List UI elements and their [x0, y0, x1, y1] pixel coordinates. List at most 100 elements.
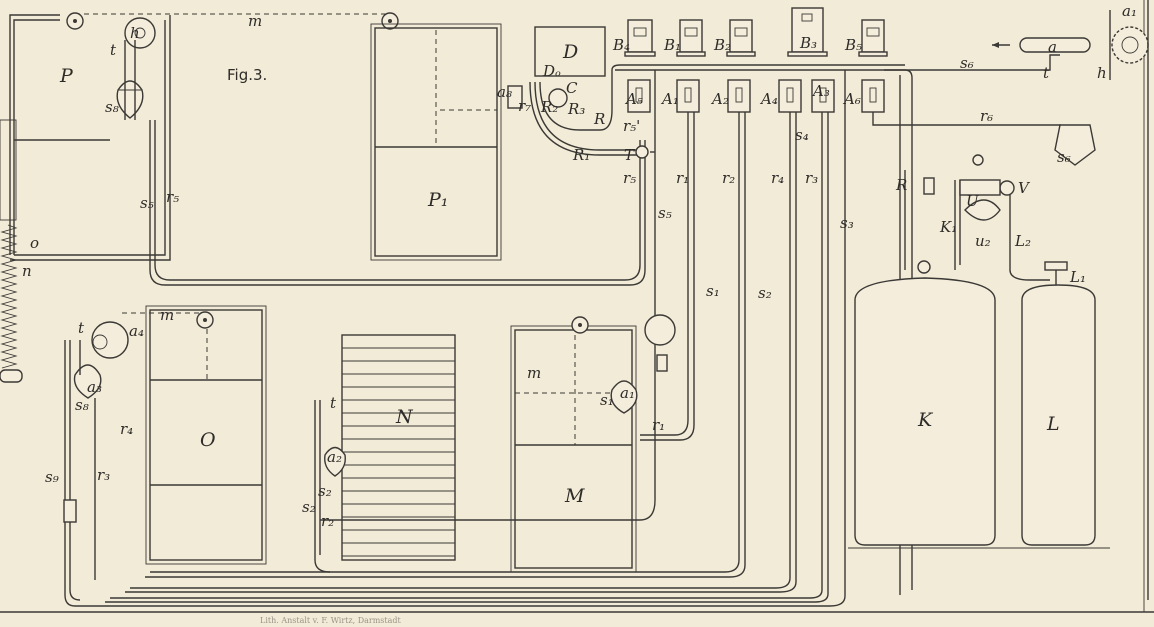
winch-h — [644, 314, 676, 346]
winch-h — [124, 17, 156, 49]
regulator-U — [964, 199, 1001, 221]
valve-T — [635, 145, 649, 159]
label: a₁ — [620, 384, 635, 402]
label: t — [330, 394, 337, 412]
label: s₄ — [795, 126, 809, 144]
label: s₈ — [105, 98, 119, 116]
label: s₃ — [840, 214, 854, 232]
spring — [0, 224, 18, 369]
label: L₁ — [1069, 268, 1086, 286]
label: a₁ — [1122, 2, 1137, 20]
winch-h — [91, 321, 129, 359]
label: a₂ — [327, 448, 342, 466]
label: r₃ — [805, 169, 818, 187]
float-a2 — [324, 446, 346, 477]
label: A₁ — [660, 90, 679, 108]
label: s₅ — [140, 194, 154, 212]
label: B₄ — [612, 36, 630, 54]
label: h — [1097, 64, 1107, 82]
label: r₂ — [321, 512, 334, 530]
label: T — [624, 146, 635, 164]
label: r₄ — [120, 420, 133, 438]
label: s₆ — [960, 54, 974, 72]
label: R₃ — [567, 100, 585, 118]
ladder-N — [341, 334, 456, 561]
label: a — [1048, 38, 1057, 56]
label: B₃ — [799, 34, 817, 52]
label-P: P — [59, 65, 74, 87]
label: s₁ — [706, 282, 720, 300]
label: B₁ — [663, 36, 681, 54]
printer-caption: Lith. Anstalt v. F. Wirtz, Darmstadt — [260, 616, 401, 625]
label: r₅' — [623, 117, 640, 135]
label: n — [22, 262, 32, 280]
gauge — [917, 260, 931, 274]
label: m — [160, 306, 174, 324]
label: m — [527, 364, 541, 382]
label-D: D — [562, 41, 578, 63]
label: m — [248, 12, 262, 30]
label: A₃ — [811, 82, 830, 100]
valve-V — [999, 180, 1015, 196]
label: s₅ — [658, 204, 672, 222]
label: r₅ — [166, 188, 179, 206]
label: A₂ — [710, 90, 729, 108]
label: s₈ — [75, 396, 89, 414]
label: R — [593, 110, 605, 128]
label: R — [895, 176, 907, 194]
label: A₆ — [842, 90, 861, 108]
label: a₈ — [497, 83, 512, 101]
label-M: M — [564, 485, 585, 507]
label: t — [110, 41, 117, 59]
valve-C — [548, 88, 568, 108]
label: r₃ — [97, 466, 110, 484]
label: a₄ — [129, 322, 144, 340]
float-a1 — [610, 380, 638, 414]
label: K₁ — [939, 218, 957, 236]
label-P1: P₁ — [427, 189, 448, 211]
label: B₅ — [844, 36, 862, 54]
meter-boxes-B — [624, 7, 888, 57]
label: a₃ — [87, 378, 102, 396]
label-O: O — [200, 429, 216, 451]
label: L₂ — [1014, 232, 1031, 250]
tank-L — [1021, 284, 1096, 546]
label: r₅ — [623, 169, 636, 187]
label-L: L — [1046, 413, 1060, 435]
label: U — [966, 192, 980, 210]
tank-K — [854, 277, 996, 546]
label-K: K — [917, 409, 934, 431]
label: s₁ — [600, 391, 614, 409]
tank-O — [145, 305, 267, 565]
box-D — [534, 26, 606, 77]
label: t — [1043, 64, 1050, 82]
label: r₁ — [676, 169, 689, 187]
label: R₂ — [540, 98, 558, 116]
label: h — [130, 24, 140, 42]
label: C — [566, 79, 578, 97]
tank-M — [510, 325, 637, 573]
label: s₂ — [758, 284, 772, 302]
tank-P1 — [370, 23, 502, 261]
float-vessel — [1054, 124, 1096, 166]
label: r₁ — [652, 416, 665, 434]
figure-title: Fig.3. — [227, 66, 267, 84]
label: r₂ — [722, 169, 735, 187]
gauge — [972, 154, 984, 166]
float-vessel — [116, 80, 144, 119]
rack-a — [1019, 37, 1091, 53]
label: u₂ — [975, 232, 991, 250]
gear-a1 — [1111, 26, 1149, 64]
label: s₂ — [302, 498, 316, 516]
box-a8 — [507, 85, 523, 109]
label: t — [78, 319, 85, 337]
label: r₆ — [980, 107, 993, 125]
label: V — [1018, 179, 1031, 197]
label: o — [30, 234, 39, 252]
float-a3 — [73, 364, 102, 399]
label-N: N — [395, 406, 414, 428]
tank-P — [9, 14, 171, 261]
label: A₄ — [759, 90, 778, 108]
